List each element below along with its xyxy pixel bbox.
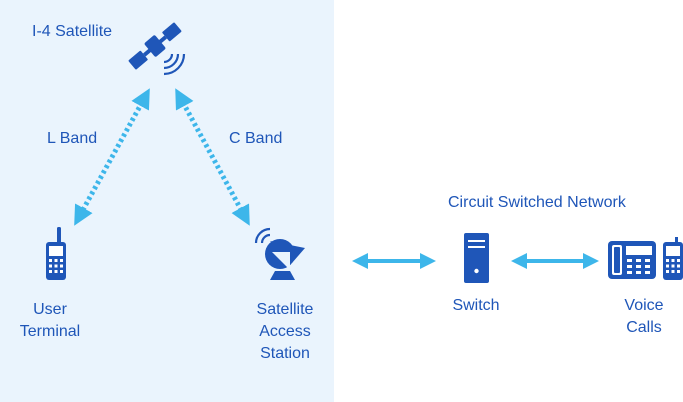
satellite-label: I-4 Satellite: [32, 23, 113, 40]
switch-icon: [464, 233, 489, 283]
switch-label: Switch: [452, 297, 500, 314]
c-band-link: [175, 88, 250, 226]
satellite-dish-icon: [254, 227, 305, 280]
user-terminal-label: User Terminal: [10, 299, 90, 343]
access-station-label: Satellite Access Station: [240, 299, 330, 365]
access-station-label-line-3: Station: [260, 345, 310, 362]
desk-phone-icon: [608, 241, 656, 279]
satellite-icon: [128, 22, 186, 76]
l-band-label: L Band: [47, 130, 98, 147]
user-terminal-label-line-2: Terminal: [19, 323, 81, 340]
access-station-label-line-1: Satellite: [256, 301, 314, 318]
user-terminal-label-line-1: User: [33, 301, 67, 318]
voice-calls-label-line-2: Calls: [626, 319, 662, 336]
l-band-link: [74, 88, 150, 226]
mobile-phone-icon: [663, 237, 683, 280]
voice-calls-label-line-1: Voice: [624, 297, 664, 314]
voice-calls-label: Voice Calls: [604, 295, 683, 339]
access-station-label-line-2: Access: [259, 323, 311, 340]
user-terminal-icon: [46, 227, 66, 280]
network-title: Circuit Switched Network: [448, 194, 626, 211]
c-band-label: C Band: [229, 130, 283, 147]
